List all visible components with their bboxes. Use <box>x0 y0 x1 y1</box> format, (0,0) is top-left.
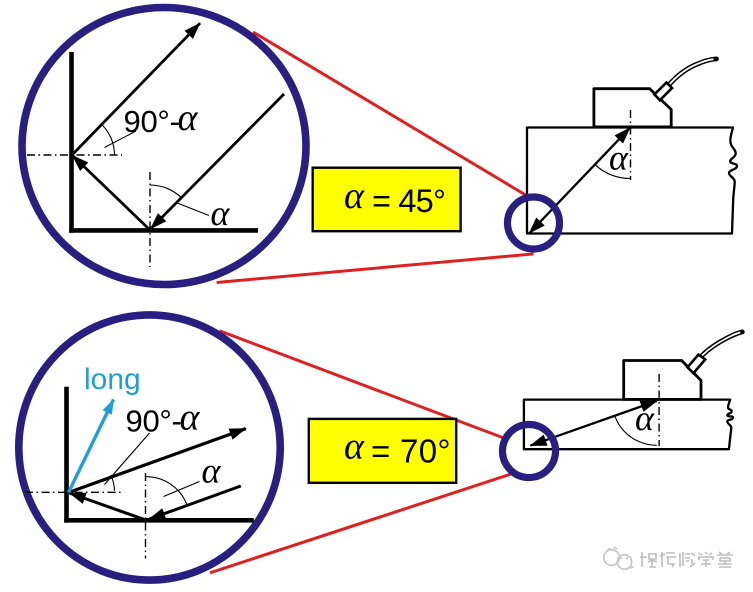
svg-text:90°-: 90°- <box>126 404 182 439</box>
svg-text:α: α <box>211 193 231 233</box>
svg-text:α: α <box>202 451 222 491</box>
svg-text:= 45°: = 45° <box>372 183 445 219</box>
svg-text:α: α <box>635 398 655 438</box>
svg-text:90°-: 90°- <box>124 104 180 139</box>
svg-text:long: long <box>84 363 141 396</box>
svg-text:α: α <box>344 175 365 217</box>
svg-text:α: α <box>609 138 629 178</box>
svg-text:α: α <box>178 97 199 139</box>
svg-text:α: α <box>180 397 201 439</box>
svg-text:= 70°: = 70° <box>371 433 451 470</box>
svg-text:α: α <box>344 426 365 468</box>
